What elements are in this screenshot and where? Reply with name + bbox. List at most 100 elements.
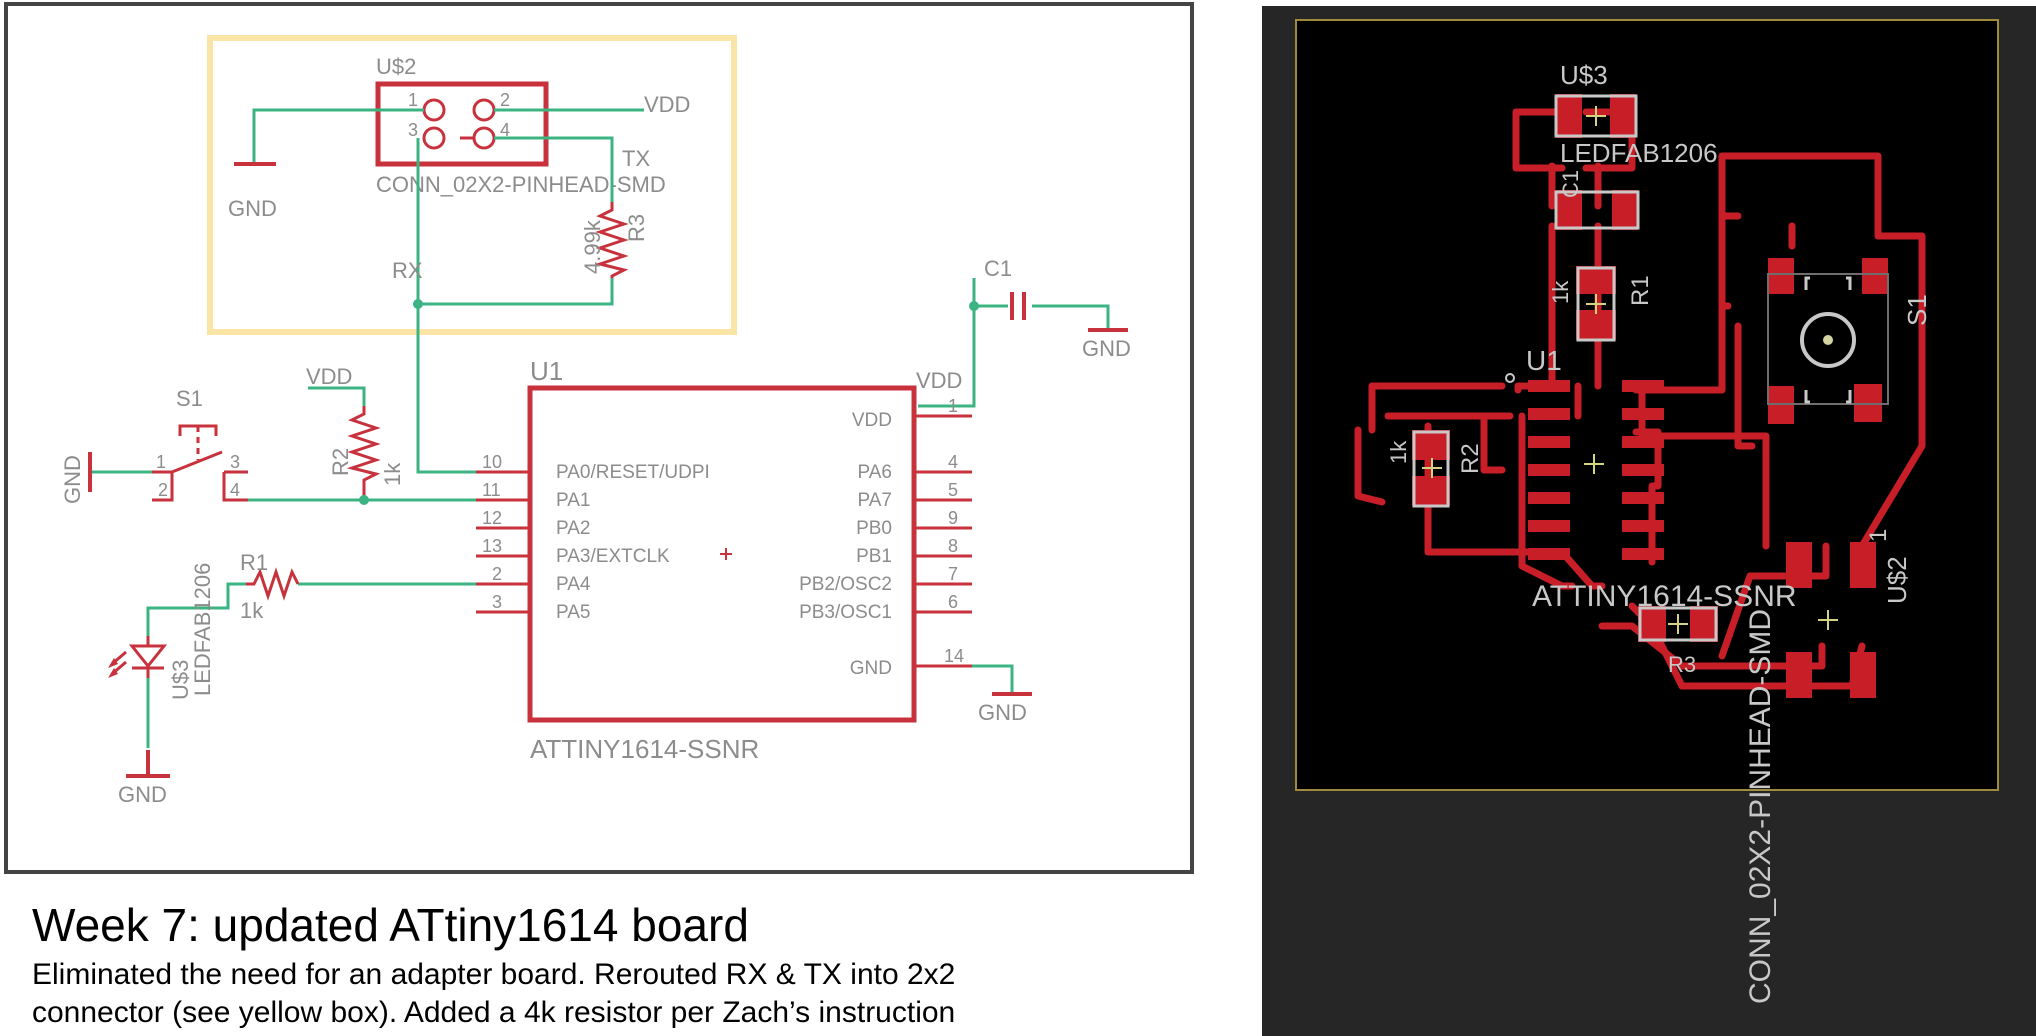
chip-pin-name-pa2: PA2	[556, 518, 591, 539]
r1-led-wire	[146, 582, 246, 636]
switch-pin-2: 2	[158, 480, 168, 500]
pcb-board-outline	[1295, 19, 1999, 791]
pcb-label-r3: R3	[1668, 652, 1696, 677]
pcb-pin1-marker	[1505, 373, 1515, 383]
r2-vdd-wire	[308, 386, 366, 406]
chip-right-pin-lines	[914, 414, 972, 668]
pcb-label-u1: U1	[1526, 345, 1562, 376]
u3-label: U$3	[168, 660, 193, 700]
vdd-label-r2: VDD	[306, 364, 352, 389]
pcb-panel: U$3 LEDFAB1206 C1 1k R1 S1 U1 1k R2 ATTI…	[1262, 6, 2036, 1036]
schematic-drawing: U$2 1 2 3 4 CONN_02X2-PINHEAD-SMD GND VD…	[60, 35, 1131, 807]
switch-s1	[152, 424, 248, 502]
chip-pin-name-pb3: PB3/OSC1	[799, 602, 892, 623]
resistor-r1	[246, 567, 300, 601]
chip-pin-num-2: 2	[492, 564, 502, 584]
r1-label: R1	[240, 550, 268, 575]
pcb-label-r1-value: 1k	[1548, 280, 1573, 304]
c1-label: C1	[984, 256, 1012, 281]
pcb-drawing: U$3 LEDFAB1206 C1 1k R1 S1 U1 1k R2 ATTI…	[1295, 19, 1999, 1004]
chip-pin-name-pa4: PA4	[556, 574, 591, 595]
chip-u1-body	[527, 385, 917, 723]
chip-pin-name-gnd: GND	[850, 658, 892, 679]
chip-pin-num-4: 4	[948, 452, 958, 472]
chip-pin-name-pa1: PA1	[556, 490, 591, 511]
pcb-label-pin1: 1	[1865, 529, 1892, 542]
pcb-label-ledfab: LEDFAB1206	[1560, 138, 1718, 168]
resistor-r2	[346, 406, 381, 500]
caption-body-line-2: connector (see yellow box). Added a 4k r…	[32, 996, 956, 1029]
caption-body-line-1: Eliminated the need for an adapter board…	[32, 958, 956, 991]
chip-pin-num-7: 7	[948, 564, 958, 584]
chip-pin-num-13: 13	[482, 536, 502, 556]
chip-value-label: ATTINY1614-SSNR	[530, 734, 759, 764]
connector-u2	[375, 81, 549, 167]
pcb-label-conn: CONN_02X2-PINHEAD-SMD	[1744, 609, 1777, 1004]
chip-pin-num-10: 10	[482, 452, 502, 472]
chip-pin-num-3: 3	[492, 592, 502, 612]
conn-pin-1: 1	[408, 90, 418, 110]
chip-pin-name-pa3: PA3/EXTCLK	[556, 546, 670, 567]
chip-pin-name-pb2: PB2/OSC2	[799, 574, 892, 595]
pcb-label-r2-value: 1k	[1386, 440, 1411, 464]
r2-value: 1k	[380, 462, 405, 486]
resistor-r3	[594, 202, 629, 278]
conn-pin-4: 4	[500, 120, 510, 140]
conn-pin-3: 3	[408, 120, 418, 140]
chip-pin-num-9: 9	[948, 508, 958, 528]
chip-pin-num-5: 5	[948, 480, 958, 500]
chip-pin-num-8: 8	[948, 536, 958, 556]
chip-pin-name-pa5: PA5	[556, 602, 591, 623]
conn-pin-2: 2	[500, 90, 510, 110]
switch-pin-1: 1	[156, 452, 166, 472]
pcb-switch-s1	[1767, 273, 1889, 405]
chip-pin-name-pa7: PA7	[857, 490, 892, 511]
pcb-label-s1: S1	[1902, 294, 1932, 326]
s1-label: S1	[176, 386, 203, 411]
rx-label: RX	[392, 258, 423, 283]
gnd-label-s1: GND	[60, 455, 85, 504]
pcb-label-u3: U$3	[1560, 60, 1608, 90]
yellow-highlight-box	[207, 35, 737, 335]
c1-wires	[918, 278, 1110, 408]
caption-body: Eliminated the need for an adapter board…	[32, 956, 1212, 1032]
ledfab-label: LEDFAB1206	[190, 563, 215, 696]
c1-junction	[969, 301, 979, 311]
pcb-label-r2: R2	[1457, 443, 1484, 474]
r1-value: 1k	[240, 598, 264, 623]
switch-pin-4: 4	[230, 480, 240, 500]
led-u3	[108, 636, 168, 678]
chip-pin-name-pa6: PA6	[857, 462, 892, 483]
gnd-label-chip: GND	[978, 700, 1027, 725]
chip-pin-name-pa0: PA0/RESET/UDPI	[556, 462, 710, 483]
pcb-label-r1: R1	[1627, 275, 1654, 306]
chip-pin-name-vdd: VDD	[852, 410, 892, 431]
caption: Week 7: updated ATtiny1614 board Elimina…	[32, 898, 1212, 1032]
chip-pin-num-11: 11	[482, 480, 501, 500]
vdd-label-chip: VDD	[916, 368, 962, 393]
switch-pin-3: 3	[230, 452, 240, 472]
chip-pin-name-pb0: PB0	[856, 518, 892, 539]
gnd-label-c1: GND	[1082, 336, 1131, 361]
chip-pin-name-pb1: PB1	[856, 546, 892, 567]
conn-value-label: CONN_02X2-PINHEAD-SMD	[376, 172, 666, 197]
chip-pin-num-12: 12	[482, 508, 502, 528]
tx-label: TX	[622, 146, 650, 171]
chip-gnd-wire	[972, 664, 1014, 692]
schematic-panel: U$2 1 2 3 4 CONN_02X2-PINHEAD-SMD GND VD…	[4, 2, 1194, 874]
chip-pin-num-1: 1	[948, 396, 958, 416]
chip-pin-num-6: 6	[948, 592, 958, 612]
pcb-label-c1: C1	[1558, 170, 1583, 198]
chip-left-pin-lines	[476, 470, 530, 614]
r2-label: R2	[328, 448, 353, 476]
pcb-label-chip: ATTINY1614-SSNR	[1532, 580, 1797, 613]
r3-label: R3	[624, 214, 649, 242]
gnd-label-led: GND	[118, 782, 167, 807]
caption-title: Week 7: updated ATtiny1614 board	[32, 899, 749, 951]
gnd-label-top: GND	[228, 196, 277, 221]
rx-junction	[413, 299, 423, 309]
u2-label: U$2	[376, 54, 416, 79]
u1-label: U1	[530, 356, 563, 386]
pcb-origin-crosses	[1422, 106, 1838, 634]
r3-value: 4.99k	[580, 219, 605, 274]
